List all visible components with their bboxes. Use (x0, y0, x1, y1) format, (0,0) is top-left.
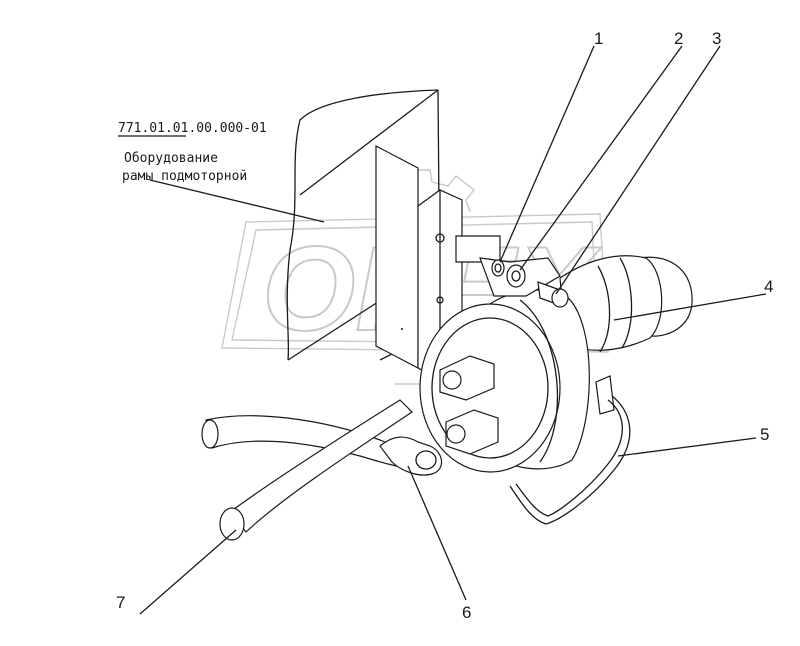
callout-4: 4 (764, 277, 773, 296)
svg-text:.: . (398, 319, 406, 334)
callout-6: 6 (462, 603, 471, 622)
callout-7: 7 (116, 593, 125, 612)
caption-line-1: Оборудование (124, 151, 218, 166)
callout-2: 2 (674, 29, 683, 48)
engine-subframe-outline: . (286, 89, 463, 381)
drawing-reference-code: 771.01.01.00.000-01 (118, 121, 267, 136)
callout-1: 1 (594, 29, 603, 48)
callout-5: 5 (760, 425, 769, 444)
caption-line-2: рамы подмоторной (122, 169, 247, 184)
wire-clip (509, 395, 631, 525)
callout-3: 3 (712, 29, 721, 48)
cable-with-lug (201, 399, 443, 541)
callout-leaders (118, 45, 767, 615)
